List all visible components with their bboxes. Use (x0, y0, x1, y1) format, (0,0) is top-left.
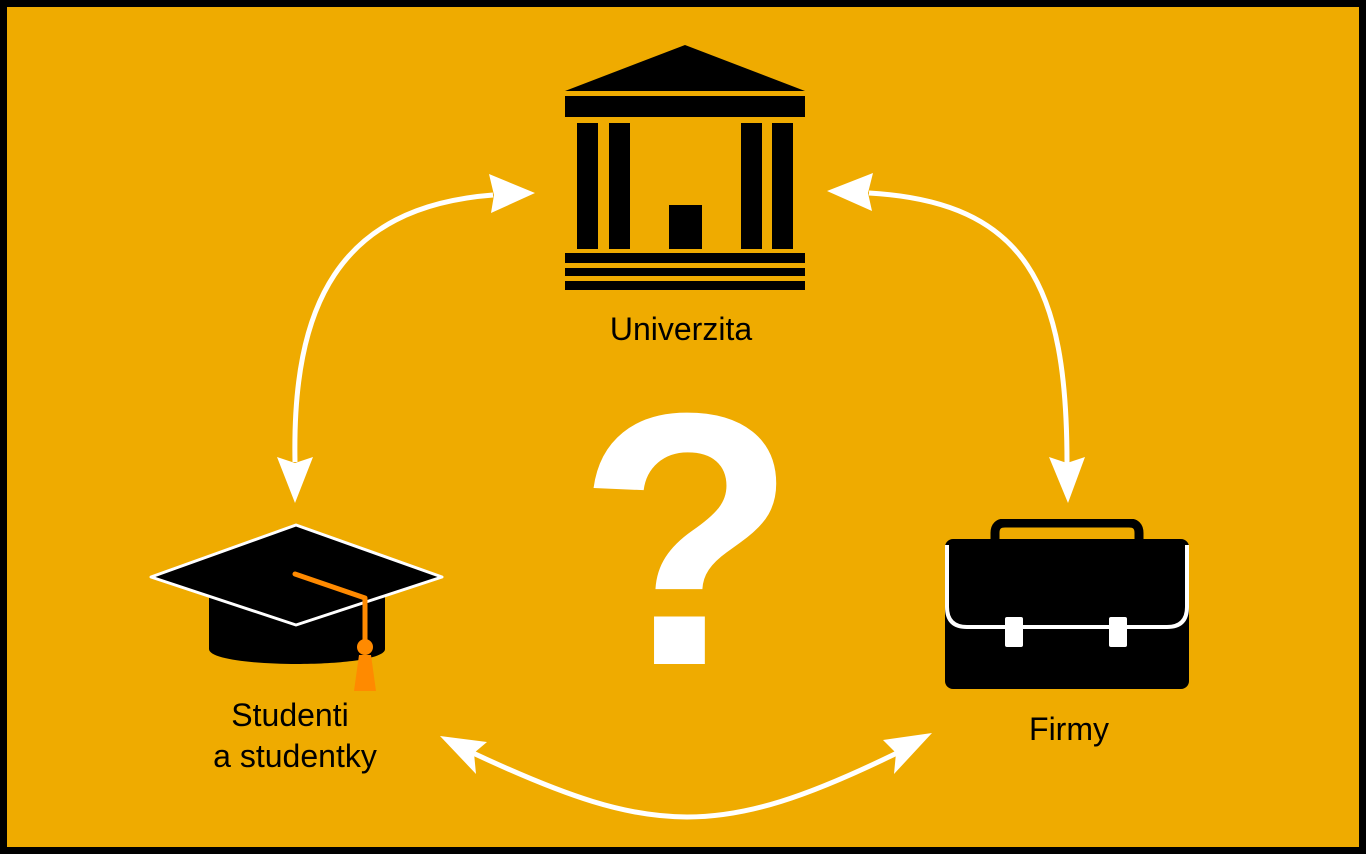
companies-label: Firmy (1029, 711, 1109, 747)
university-building-icon (565, 45, 805, 290)
students-label-line2: a studentky (213, 738, 377, 774)
graduation-cap-icon (149, 523, 444, 691)
arrow-students-companies (440, 733, 932, 820)
university-label: Univerzita (609, 311, 753, 347)
arrow-students-university (277, 174, 535, 503)
students-label-line1: Studenti (231, 697, 349, 733)
arrow-university-companies (827, 173, 1085, 503)
connection-arrows (277, 173, 1085, 820)
briefcase-icon (945, 519, 1189, 689)
question-mark: ? (577, 339, 797, 741)
